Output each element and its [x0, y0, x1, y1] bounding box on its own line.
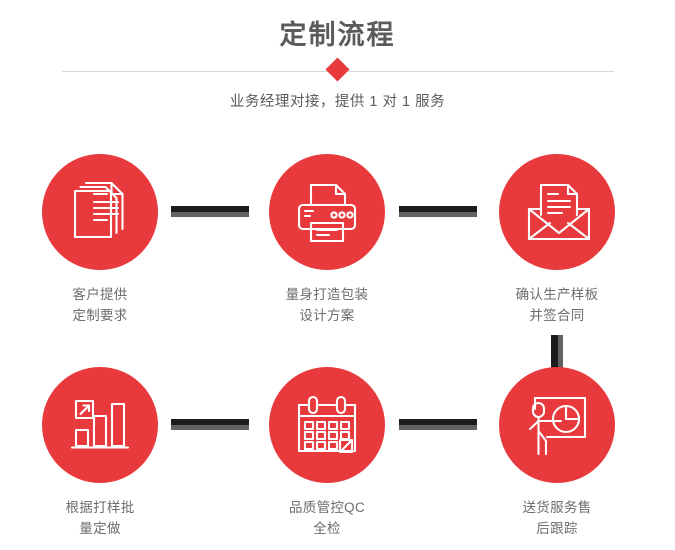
connector-step3-step6 — [551, 335, 563, 378]
flow-step-2-circle[interactable] — [269, 154, 385, 270]
flow-step-3-caption: 确认生产样板 并签合同 — [515, 287, 599, 323]
envelope-letter-icon — [524, 179, 590, 245]
connector-step1-step2 — [171, 206, 249, 218]
connector-bar — [399, 419, 477, 425]
header-subtitle: 业务经理对接，提供 1 对 1 服务 — [229, 94, 446, 110]
header-section: 定制流程 业务经理对接，提供 1 对 1 服务 — [0, 0, 675, 130]
connector-shadow — [399, 212, 477, 217]
flow-step-2[interactable]: 量身打造包装 设计方案 — [237, 154, 417, 326]
connector-step2-step3 — [399, 206, 477, 218]
bar-chart-growth-icon — [69, 394, 131, 456]
flow-step-6[interactable]: 送货服务售 后跟踪 — [467, 367, 647, 539]
connector-shadow — [171, 425, 249, 430]
process-flow: 客户提供 定制要求 — [0, 130, 675, 550]
connector-shadow — [558, 335, 563, 378]
flow-step-5[interactable]: 品质管控QC 全检 — [237, 367, 417, 539]
presentation-pie-chart-icon — [525, 393, 589, 457]
calendar-icon — [295, 394, 359, 456]
flow-step-5-circle[interactable] — [269, 367, 385, 483]
connector-shadow — [399, 425, 477, 430]
connector-bar — [171, 419, 249, 425]
documents-stack-icon — [67, 179, 133, 245]
flow-step-3-circle[interactable] — [499, 154, 615, 270]
flow-step-6-caption: 送货服务售 后跟踪 — [522, 500, 592, 536]
flow-step-5-caption: 品质管控QC 全检 — [288, 500, 366, 536]
flow-step-2-caption: 量身打造包装 设计方案 — [285, 287, 369, 323]
flow-step-1[interactable]: 客户提供 定制要求 — [10, 154, 190, 326]
connector-bar — [399, 206, 477, 212]
flow-step-3[interactable]: 确认生产样板 并签合同 — [467, 154, 647, 326]
diamond-marker-icon — [325, 57, 350, 82]
connector-step5-step6 — [399, 419, 477, 431]
connector-bar — [171, 206, 249, 212]
flow-step-4-circle[interactable] — [42, 367, 158, 483]
connector-shadow — [171, 212, 249, 217]
page-title: 定制流程 — [279, 20, 396, 50]
flow-step-4-caption: 根据打样批 量定做 — [65, 500, 135, 536]
connector-step4-step5 — [171, 419, 249, 431]
flow-step-1-circle[interactable] — [42, 154, 158, 270]
flow-step-1-caption: 客户提供 定制要求 — [72, 287, 128, 323]
connector-bar — [551, 335, 558, 378]
flow-step-4[interactable]: 根据打样批 量定做 — [10, 367, 190, 539]
printer-icon — [294, 179, 360, 245]
flow-step-6-circle[interactable] — [499, 367, 615, 483]
